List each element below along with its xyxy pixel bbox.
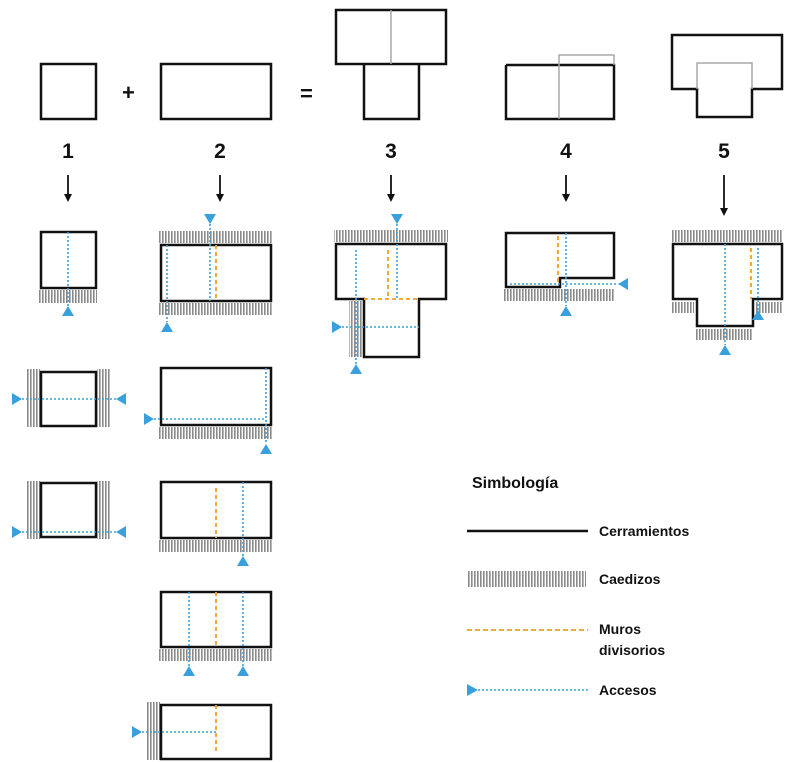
- access-marker-icon: [260, 444, 272, 454]
- access-marker-icon: [237, 556, 249, 566]
- plus-sign: +: [122, 80, 135, 105]
- number-3: 3: [385, 140, 397, 163]
- access-marker-icon: [332, 321, 342, 333]
- access-marker-icon: [618, 278, 628, 290]
- shape-3-t-form: [334, 8, 448, 121]
- access-marker-icon: [237, 666, 249, 676]
- variant-2e: [132, 702, 273, 761]
- legend-label-muros-2: divisorios: [599, 642, 665, 658]
- access-marker-icon: [144, 413, 154, 425]
- access-marker-icon: [12, 526, 22, 538]
- access-marker-icon: [350, 364, 362, 374]
- shape-2-rectangle: [159, 62, 273, 121]
- access-marker-icon: [62, 306, 74, 316]
- number-4: 4: [560, 140, 572, 163]
- variant-2d: [159, 590, 273, 676]
- access-marker-icon: [132, 726, 142, 738]
- access-marker-icon: [161, 322, 173, 332]
- legend-item-muros: Muros divisorios: [467, 621, 665, 658]
- legend-item-caedizos: Caedizos: [468, 571, 661, 587]
- shape-numbers: 1 2 3 4 5: [62, 140, 730, 163]
- shape-1-square: [39, 62, 98, 121]
- number-5: 5: [718, 140, 730, 163]
- shape-4-l-form: [504, 54, 616, 121]
- legend-item-accesos: Accesos: [467, 682, 657, 698]
- access-marker-icon: [560, 306, 572, 316]
- arrow-down-icon: [562, 175, 570, 202]
- access-marker-icon: [12, 393, 22, 405]
- access-marker-icon: [204, 214, 216, 224]
- arrow-down-icon: [216, 175, 224, 202]
- access-marker-icon: [719, 345, 731, 355]
- variant-1a: [39, 230, 98, 316]
- legend-label-caedizos: Caedizos: [599, 571, 661, 587]
- variant-3a: [332, 214, 448, 374]
- arrow-down-icon: [720, 175, 728, 216]
- arrow-down-icon: [387, 175, 395, 202]
- access-marker-icon: [467, 684, 478, 696]
- equals-sign: =: [300, 81, 313, 106]
- down-arrows: [64, 175, 728, 216]
- number-2: 2: [214, 140, 226, 163]
- access-marker-icon: [116, 393, 126, 405]
- legend: Simbología Cerramientos Caedizos Muros d…: [467, 475, 689, 698]
- access-marker-icon: [116, 526, 126, 538]
- variant-4a: [504, 231, 628, 316]
- variant-2b: [144, 366, 273, 454]
- access-marker-icon: [752, 310, 764, 320]
- legend-item-cerramientos: Cerramientos: [467, 523, 689, 539]
- legend-label-accesos: Accesos: [599, 682, 657, 698]
- shape-5-inverted-t: [670, 33, 784, 119]
- legend-title: Simbología: [472, 475, 558, 492]
- variant-2a: [159, 214, 273, 332]
- arrow-down-icon: [64, 175, 72, 202]
- legend-label-muros-1: Muros: [599, 621, 641, 637]
- variant-5a: [671, 230, 784, 355]
- access-marker-icon: [391, 214, 403, 224]
- hatch-swatch: [468, 571, 586, 587]
- variant-2c: [159, 480, 273, 566]
- access-marker-icon: [183, 666, 195, 676]
- variant-1b: [12, 369, 126, 428]
- number-1: 1: [62, 140, 74, 163]
- composition-row: + =: [39, 8, 784, 121]
- variant-1c: [12, 481, 126, 539]
- legend-label-cerramientos: Cerramientos: [599, 523, 689, 539]
